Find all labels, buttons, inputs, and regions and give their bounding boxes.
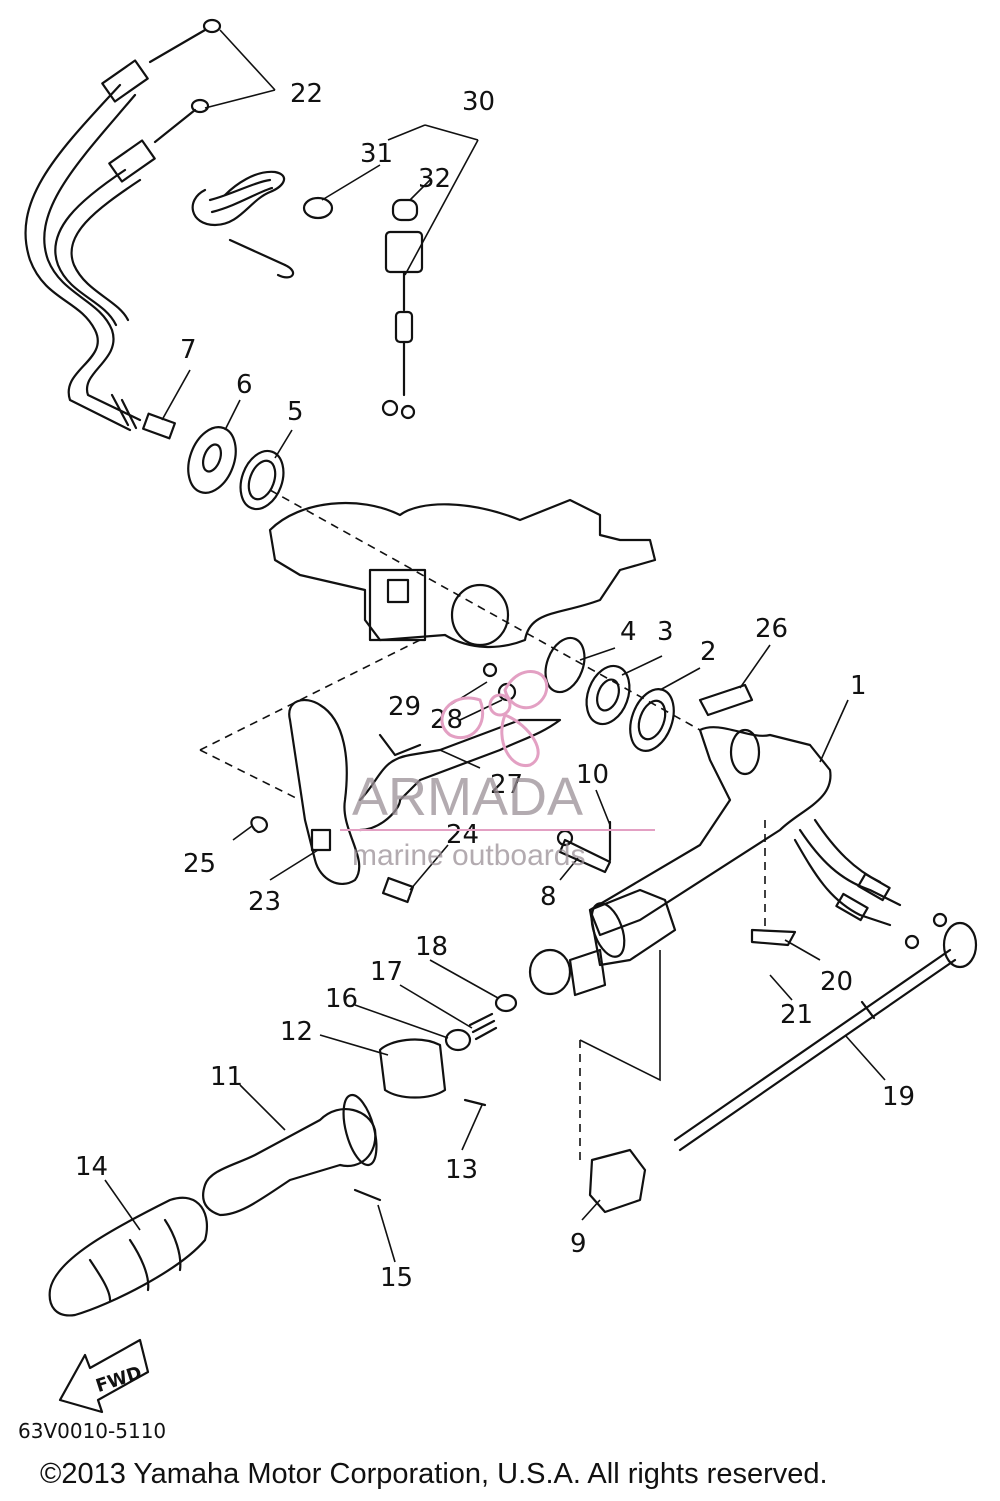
callout-5: 5 [287,397,304,427]
grip-cover [48,1196,209,1317]
callout-19: 19 [882,1082,915,1112]
callout-4: 4 [620,617,637,647]
forward-direction-arrow: FWD [58,1338,150,1414]
callout-13: 13 [445,1155,478,1185]
callout-1: 1 [850,671,867,701]
throttle-cables [24,18,222,432]
steering-handle-bracket [528,726,948,997]
callout-16: 16 [325,984,358,1014]
shift-rod [673,921,978,1152]
mounting-bracket [268,489,701,731]
callout-2: 2 [700,637,717,667]
callout-9: 9 [570,1229,587,1259]
copyright-notice: ©2013 Yamaha Motor Corporation, U.S.A. A… [40,1458,828,1490]
diagram-code: 63V0010-5110 [18,1419,167,1443]
fwd-label: FWD [93,1362,144,1397]
watermark-brand: ARMADA [352,767,583,827]
callout-14: 14 [75,1152,108,1182]
callout-7: 7 [180,335,197,365]
washers [544,636,754,752]
armada-watermark: ARMADA marine outboards [340,670,655,872]
callout-23: 23 [248,887,281,917]
callout-22: 22 [290,79,323,109]
bolt-and-pin [556,820,612,874]
leader-lines [104,29,886,1263]
callout-31: 31 [360,139,393,169]
callout-32: 32 [418,164,451,194]
callout-10: 10 [576,760,609,790]
callout-24: 24 [446,820,479,850]
callout-17: 17 [370,957,403,987]
callout-6: 6 [236,370,253,400]
callout-29: 29 [388,692,421,722]
callout-11: 11 [210,1062,243,1092]
throttle-grip [202,993,518,1217]
rod-holder [579,950,661,1214]
callout-3: 3 [657,617,674,647]
callout-21: 21 [780,1000,813,1030]
watermark-tagline: marine outboards [352,839,585,872]
callout-18: 18 [415,932,448,962]
propeller-logo [440,670,549,767]
stop-switch-assembly [191,170,424,420]
callout-12: 12 [280,1017,313,1047]
callout-26: 26 [755,614,788,644]
callout-27: 27 [490,770,523,800]
bracket-hardware [142,412,285,511]
callout-15: 15 [380,1263,413,1293]
callout-25: 25 [183,849,216,879]
callout-8: 8 [540,882,557,912]
callout-20: 20 [820,967,853,997]
callout-numbers: 22 30 31 32 7 6 5 4 3 2 26 1 29 28 27 10… [75,79,915,1293]
callout-30: 30 [462,87,495,117]
